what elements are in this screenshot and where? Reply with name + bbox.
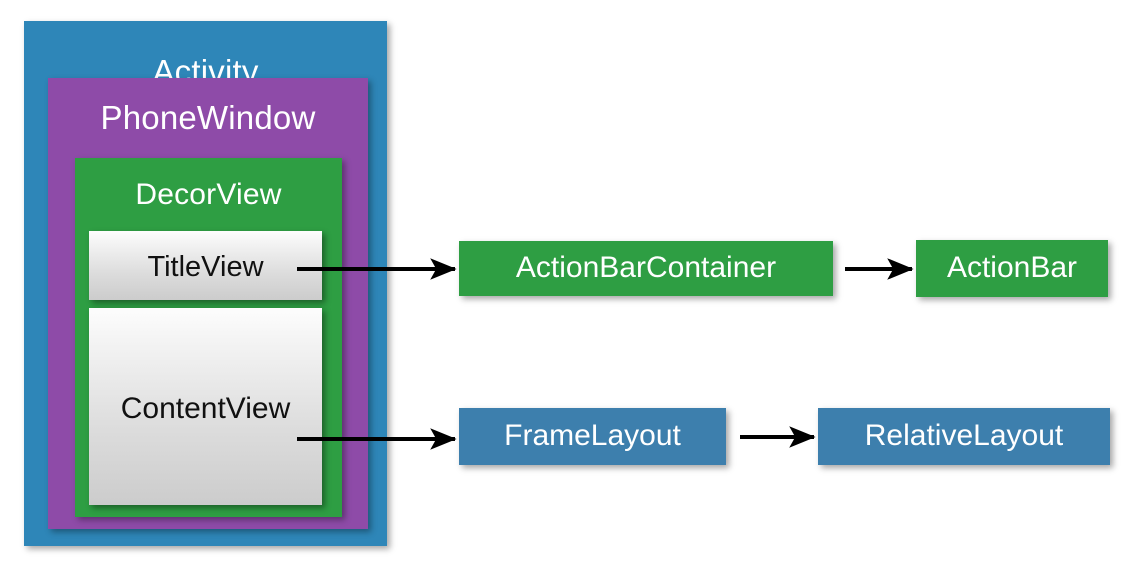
actionbar-label: ActionBar xyxy=(946,250,1078,284)
actionbarcontainer-box: ActionBarContainer xyxy=(459,241,833,296)
titleview-box: TitleView xyxy=(89,231,322,300)
actionbarcontainer-label: ActionBarContainer xyxy=(515,250,777,284)
actionbar-box: ActionBar xyxy=(916,240,1108,297)
phonewindow-label: PhoneWindow xyxy=(100,99,316,136)
phonewindow-box: PhoneWindow DecorView TitleView ContentV… xyxy=(48,78,368,529)
titleview-label: TitleView xyxy=(147,251,264,283)
decorview-label: DecorView xyxy=(135,178,282,211)
relativelayout-label: RelativeLayout xyxy=(864,418,1064,452)
framelayout-box: FrameLayout xyxy=(459,408,726,465)
decorview-box: DecorView TitleView ContentView xyxy=(75,158,342,517)
activity-box: Activity PhoneWindow DecorView TitleView… xyxy=(24,21,387,546)
contentview-box: ContentView xyxy=(89,308,322,505)
relativelayout-box: RelativeLayout xyxy=(818,408,1110,465)
contentview-label: ContentView xyxy=(120,392,291,425)
framelayout-label: FrameLayout xyxy=(504,418,681,452)
